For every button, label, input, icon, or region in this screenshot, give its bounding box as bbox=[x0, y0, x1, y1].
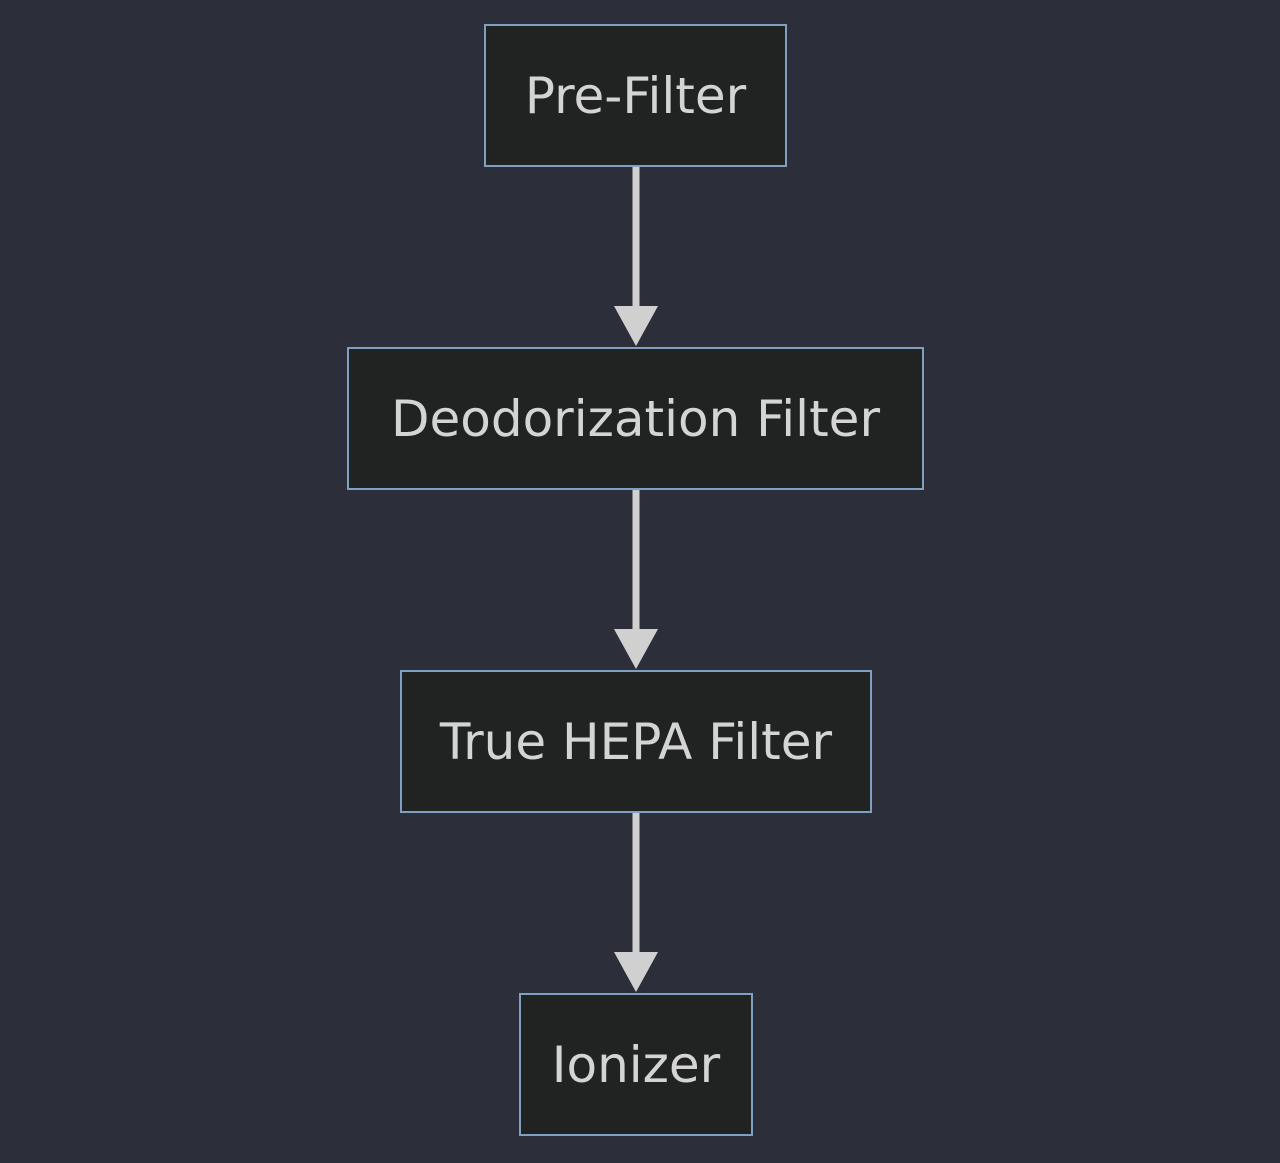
node-label: Deodorization Filter bbox=[390, 389, 880, 448]
arrowhead-icon bbox=[614, 952, 658, 992]
node-deodorization-filter[interactable]: Deodorization Filter bbox=[347, 347, 924, 490]
edge-deodorization-to-hepa bbox=[614, 490, 658, 669]
arrowhead-icon bbox=[614, 306, 658, 346]
node-pre-filter[interactable]: Pre-Filter bbox=[484, 24, 787, 167]
node-ionizer[interactable]: Ionizer bbox=[519, 993, 753, 1136]
node-label: Pre-Filter bbox=[524, 66, 747, 125]
node-true-hepa-filter[interactable]: True HEPA Filter bbox=[400, 670, 872, 813]
node-label: True HEPA Filter bbox=[439, 712, 833, 771]
edge-pre-filter-to-deodorization bbox=[614, 167, 658, 346]
node-label: Ionizer bbox=[551, 1035, 721, 1094]
edge-hepa-to-ionizer bbox=[614, 813, 658, 992]
arrowhead-icon bbox=[614, 629, 658, 669]
